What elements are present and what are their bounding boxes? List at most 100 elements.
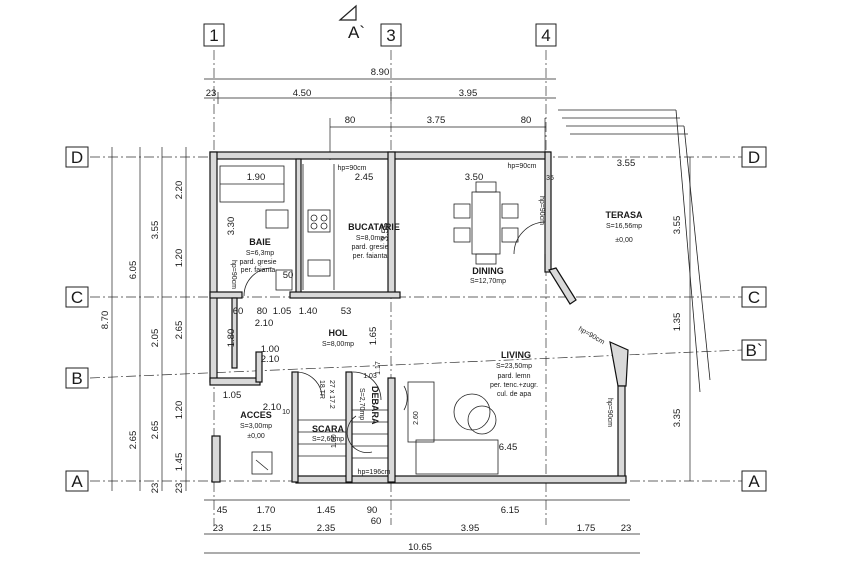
svg-text:S=16,56mp: S=16,56mp — [606, 223, 642, 230]
svg-text:HOL: HOL — [329, 328, 349, 338]
terrace-steps — [558, 109, 711, 393]
svg-text:S=8,00mp: S=8,00mp — [322, 341, 354, 348]
svg-text:23: 23 — [206, 88, 217, 99]
svg-text:per. tenc.+zugr.: per. tenc.+zugr. — [490, 382, 538, 389]
room-acces: ACCES S=3,00mp ±0,00 — [240, 410, 272, 440]
walls — [209, 151, 629, 484]
svg-text:DINING: DINING — [472, 266, 504, 276]
svg-text:TERASA: TERASA — [605, 210, 643, 220]
svg-text:hp=196cm: hp=196cm — [358, 469, 391, 476]
svg-text:hp=90cm: hp=90cm — [338, 165, 367, 172]
top-dimensions: 8.90 23 4.50 3.95 80 3.75 80 — [204, 67, 556, 160]
svg-text:4: 4 — [541, 26, 550, 45]
left-dimensions: 6.05 8.70 3.55 2.20 1.20 2.65 2.05 1.20 … — [100, 147, 187, 494]
svg-text:C: C — [71, 288, 83, 307]
svg-text:pard. gresie: pard. gresie — [352, 244, 389, 251]
entry-steps — [251, 451, 273, 475]
svg-text:S=2,70mp: S=2,70mp — [358, 388, 365, 420]
svg-text:1.45: 1.45 — [174, 453, 185, 472]
interior-dimensions: hp=90cm hp=90cm hp=90cm hp=90cm hp=90cm … — [223, 158, 636, 476]
svg-text:8.70: 8.70 — [100, 311, 111, 330]
svg-text:8.90: 8.90 — [371, 67, 390, 78]
svg-text:2.45: 2.45 — [355, 172, 374, 183]
room-terasa: TERASA S=16,56mp ±0,00 — [605, 210, 643, 244]
svg-text:2.35: 2.35 — [317, 523, 336, 534]
svg-text:B: B — [71, 369, 82, 388]
svg-text:3: 3 — [386, 26, 395, 45]
svg-text:D: D — [71, 148, 83, 167]
svg-text:6.15: 6.15 — [501, 505, 520, 516]
room-baie: BAIE S=6,3mp pard. gresie per. faianta — [240, 237, 277, 274]
svg-text:23: 23 — [174, 483, 185, 494]
svg-text:S=12,70mp: S=12,70mp — [470, 278, 506, 285]
svg-text:±0,00: ±0,00 — [615, 237, 633, 244]
svg-text:3.30: 3.30 — [226, 217, 237, 236]
axis-marker-right-c: C — [741, 286, 767, 308]
svg-text:1.00: 1.00 — [261, 344, 280, 355]
svg-text:23: 23 — [621, 523, 632, 534]
svg-text:80: 80 — [257, 306, 268, 317]
svg-text:23: 23 — [150, 483, 161, 494]
axis-marker-4: 4 — [535, 23, 557, 47]
svg-text:1.05: 1.05 — [273, 306, 292, 317]
svg-text:1.17: 1.17 — [375, 361, 382, 375]
svg-text:2.65: 2.65 — [128, 431, 139, 450]
svg-text:3.50: 3.50 — [465, 172, 484, 183]
svg-text:1.35: 1.35 — [672, 313, 683, 332]
svg-text:BUCATARIE: BUCATARIE — [348, 222, 400, 232]
axis-marker-3: 3 — [380, 23, 402, 47]
svg-text:hp=90cm: hp=90cm — [538, 196, 545, 225]
svg-text:pard. lemn: pard. lemn — [497, 373, 530, 380]
svg-text:6.05: 6.05 — [128, 261, 139, 280]
room-scara: SCARA S=2,60mp — [312, 424, 345, 443]
svg-text:1.75: 1.75 — [577, 523, 596, 534]
svg-text:LIVING: LIVING — [501, 350, 531, 360]
axis-marker-left-d: D — [65, 146, 89, 168]
svg-text:50: 50 — [283, 270, 294, 281]
svg-text:18 TR: 18 TR — [318, 380, 325, 399]
stairs — [298, 409, 388, 459]
svg-text:pard. gresie: pard. gresie — [240, 259, 277, 266]
svg-text:35: 35 — [546, 175, 554, 182]
svg-text:1.05: 1.05 — [223, 390, 242, 401]
svg-text:4.50: 4.50 — [293, 88, 312, 99]
svg-text:3.95: 3.95 — [459, 88, 478, 99]
room-debara: DEBARA S=2,70mp — [358, 386, 380, 425]
svg-text:hp=90cm: hp=90cm — [606, 398, 613, 427]
svg-text:S=2,60mp: S=2,60mp — [312, 436, 344, 443]
svg-text:DEBARA: DEBARA — [370, 386, 380, 425]
svg-text:BAIE: BAIE — [249, 237, 271, 247]
axis-marker-left-c: C — [65, 286, 89, 308]
svg-text:A: A — [71, 472, 83, 491]
svg-text:27 x 17.2: 27 x 17.2 — [328, 380, 335, 409]
svg-text:per. faianta: per. faianta — [353, 253, 388, 260]
svg-text:2.10: 2.10 — [255, 318, 274, 329]
svg-text:2.10: 2.10 — [263, 402, 282, 413]
svg-text:1.03: 1.03 — [363, 373, 377, 380]
axis-marker-right-a: A — [741, 470, 767, 492]
svg-text:53: 53 — [341, 306, 352, 317]
svg-text:2.65: 2.65 — [150, 421, 161, 440]
svg-text:A`: A` — [348, 23, 365, 42]
svg-text:S=8,0mp: S=8,0mp — [356, 235, 384, 242]
svg-text:±0,00: ±0,00 — [247, 433, 265, 440]
svg-text:1.80: 1.80 — [226, 329, 237, 348]
svg-text:per. faianta: per. faianta — [241, 267, 276, 274]
svg-text:10.65: 10.65 — [408, 542, 432, 553]
svg-text:3.55: 3.55 — [380, 223, 391, 242]
svg-text:3.35: 3.35 — [672, 409, 683, 428]
svg-text:1.45: 1.45 — [317, 505, 336, 516]
room-dining: DINING S=12,70mp — [470, 266, 506, 285]
svg-text:2.10: 2.10 — [261, 354, 280, 365]
svg-text:2.15: 2.15 — [253, 523, 272, 534]
svg-text:2.05: 2.05 — [150, 329, 161, 348]
svg-text:S=6,3mp: S=6,3mp — [246, 250, 274, 257]
svg-text:hp=90cm: hp=90cm — [577, 326, 606, 347]
axis-marker-right-d: D — [741, 146, 767, 168]
svg-text:C: C — [748, 288, 760, 307]
axis-marker-right-b: B` — [741, 339, 767, 361]
svg-text:80: 80 — [345, 115, 356, 126]
svg-text:SCARA: SCARA — [312, 424, 345, 434]
svg-text:3.95: 3.95 — [461, 523, 480, 534]
svg-text:ACCES: ACCES — [240, 410, 272, 420]
